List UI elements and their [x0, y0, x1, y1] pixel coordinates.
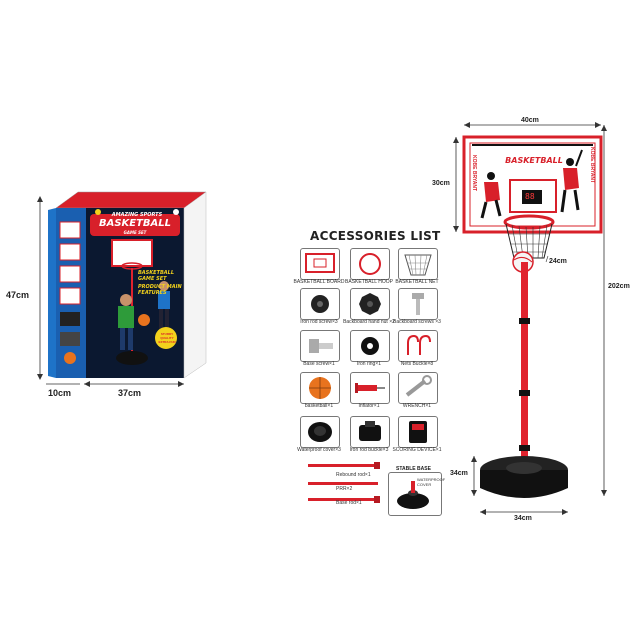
base-width-dimension: 34cm [514, 515, 532, 522]
box-width-dimension: 37cm [118, 388, 142, 398]
base-height-dimension: 34cm [450, 470, 468, 477]
list-item [300, 288, 340, 320]
basketball-icon [309, 377, 331, 399]
product-box: AMAZING SPORTS BASKETBALL GAME SET BASKE… [48, 188, 208, 383]
box-depth-dimension: 10cm [48, 388, 72, 398]
base-screw-icon [309, 339, 333, 353]
list-item [300, 416, 340, 448]
stable-base-panel: WATERPROOF COVER [388, 472, 446, 516]
box-subtitle: GAME SET [123, 230, 147, 235]
list-item [350, 416, 390, 448]
stable-base-note: WATERPROOF COVER [417, 477, 446, 487]
list-item [300, 248, 340, 280]
accessory-label: BASKETBALL BOARD [293, 279, 345, 285]
hoop-dimension: 24cm [549, 258, 567, 265]
box-label-features: PRODUCT MAIN FEATURES [138, 284, 182, 296]
backboard-side-text-left: KOBE BRYANT [471, 155, 477, 192]
accessory-label: Iron rod buckle×3 [349, 447, 389, 453]
net-buckle-icon [407, 334, 431, 355]
score-display: 88 [525, 192, 535, 201]
box-label-game-set: BASKETBALL GAME SET [138, 270, 175, 282]
iron-ring-icon [361, 337, 379, 355]
rod-label-base: Base rod×1 [336, 500, 362, 506]
wrench-icon [405, 375, 432, 397]
list-item [398, 288, 438, 320]
rods-illustration [308, 462, 380, 503]
list-item [300, 330, 340, 362]
rod-label-rebound: Rebound rod×1 [336, 472, 371, 478]
backboard-icon [305, 253, 335, 273]
accessory-label: Iron ring×1 [356, 361, 382, 367]
backboard-side-text-right: KOBE BRYANT [589, 147, 595, 184]
rod-buckle-icon [359, 421, 381, 441]
hand-nut-icon [359, 293, 381, 315]
scoring-device-icon [409, 421, 427, 443]
accessory-label: SCORING DEVICE×1 [392, 447, 442, 453]
stable-base-title: STABLE BASE [396, 466, 431, 472]
box-height-dimension: 47cm [6, 290, 30, 300]
waterproof-cover-icon [308, 422, 332, 442]
accessory-label: Base screw×1 [303, 361, 335, 367]
box-sticker-text: STURDY QUALITY EXTRA FUN [158, 332, 176, 344]
accessory-label: BASKETBALL NET [395, 279, 439, 285]
accessory-label: Backboard hand nut ×2 [343, 319, 395, 325]
accessory-label: WRENCH×1 [402, 403, 432, 409]
list-item [350, 372, 390, 404]
list-item [398, 248, 438, 280]
rod-label-prr: PRR×2 [336, 486, 353, 492]
list-item [350, 248, 390, 280]
box-illustration [48, 191, 207, 379]
accessory-label: basketball×1 [304, 403, 334, 409]
box-brand-line: AMAZING SPORTS [111, 212, 163, 218]
accessory-label: Inflator×1 [358, 403, 380, 409]
accessories-grid: BASKETBALL BOARD BASKETBALL HOOP BASKETB… [294, 248, 442, 468]
board-height-dimension: 30cm [432, 180, 450, 187]
list-item [398, 330, 438, 362]
list-item [350, 288, 390, 320]
accessories-title: ACCESSORIES LIST [310, 229, 441, 243]
inflator-icon [355, 383, 385, 393]
accessory-label: Waterproof cover×3 [297, 447, 341, 453]
screw-icon [311, 295, 329, 313]
stable-base-icon [397, 481, 429, 509]
board-width-dimension: 40cm [520, 117, 540, 124]
list-item [300, 372, 340, 404]
accessory-label: Iron rod screw×3 [300, 319, 338, 325]
list-item [398, 372, 438, 404]
list-item [398, 416, 438, 448]
bolt-icon [412, 293, 424, 315]
backboard-title: BASKETBALL [505, 156, 563, 165]
list-item [350, 330, 390, 362]
accessory-label: BASKETBALL HOOP [345, 279, 393, 285]
net-icon [404, 254, 432, 276]
accessory-label: Backboard screws ×3 [393, 319, 441, 325]
total-height-dimension: 202cm [608, 283, 630, 290]
hoop-icon [359, 253, 381, 275]
accessory-label: Nets Buckle×8 [400, 361, 434, 367]
box-title: BASKETBALL [98, 218, 172, 229]
